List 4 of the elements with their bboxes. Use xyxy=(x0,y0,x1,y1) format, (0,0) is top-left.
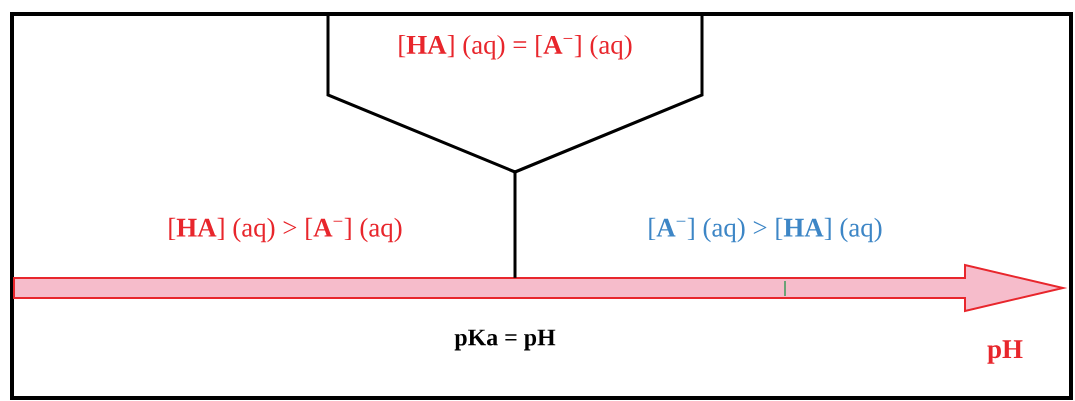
node-label: pH xyxy=(987,340,1023,364)
equation-label: [A$^{−}$] (aq) > [HA] (aq) xyxy=(649,217,882,243)
connector-line xyxy=(513,171,517,278)
equation-label: [HA] (aq) > [A$^{−}$] (aq) xyxy=(169,217,402,243)
